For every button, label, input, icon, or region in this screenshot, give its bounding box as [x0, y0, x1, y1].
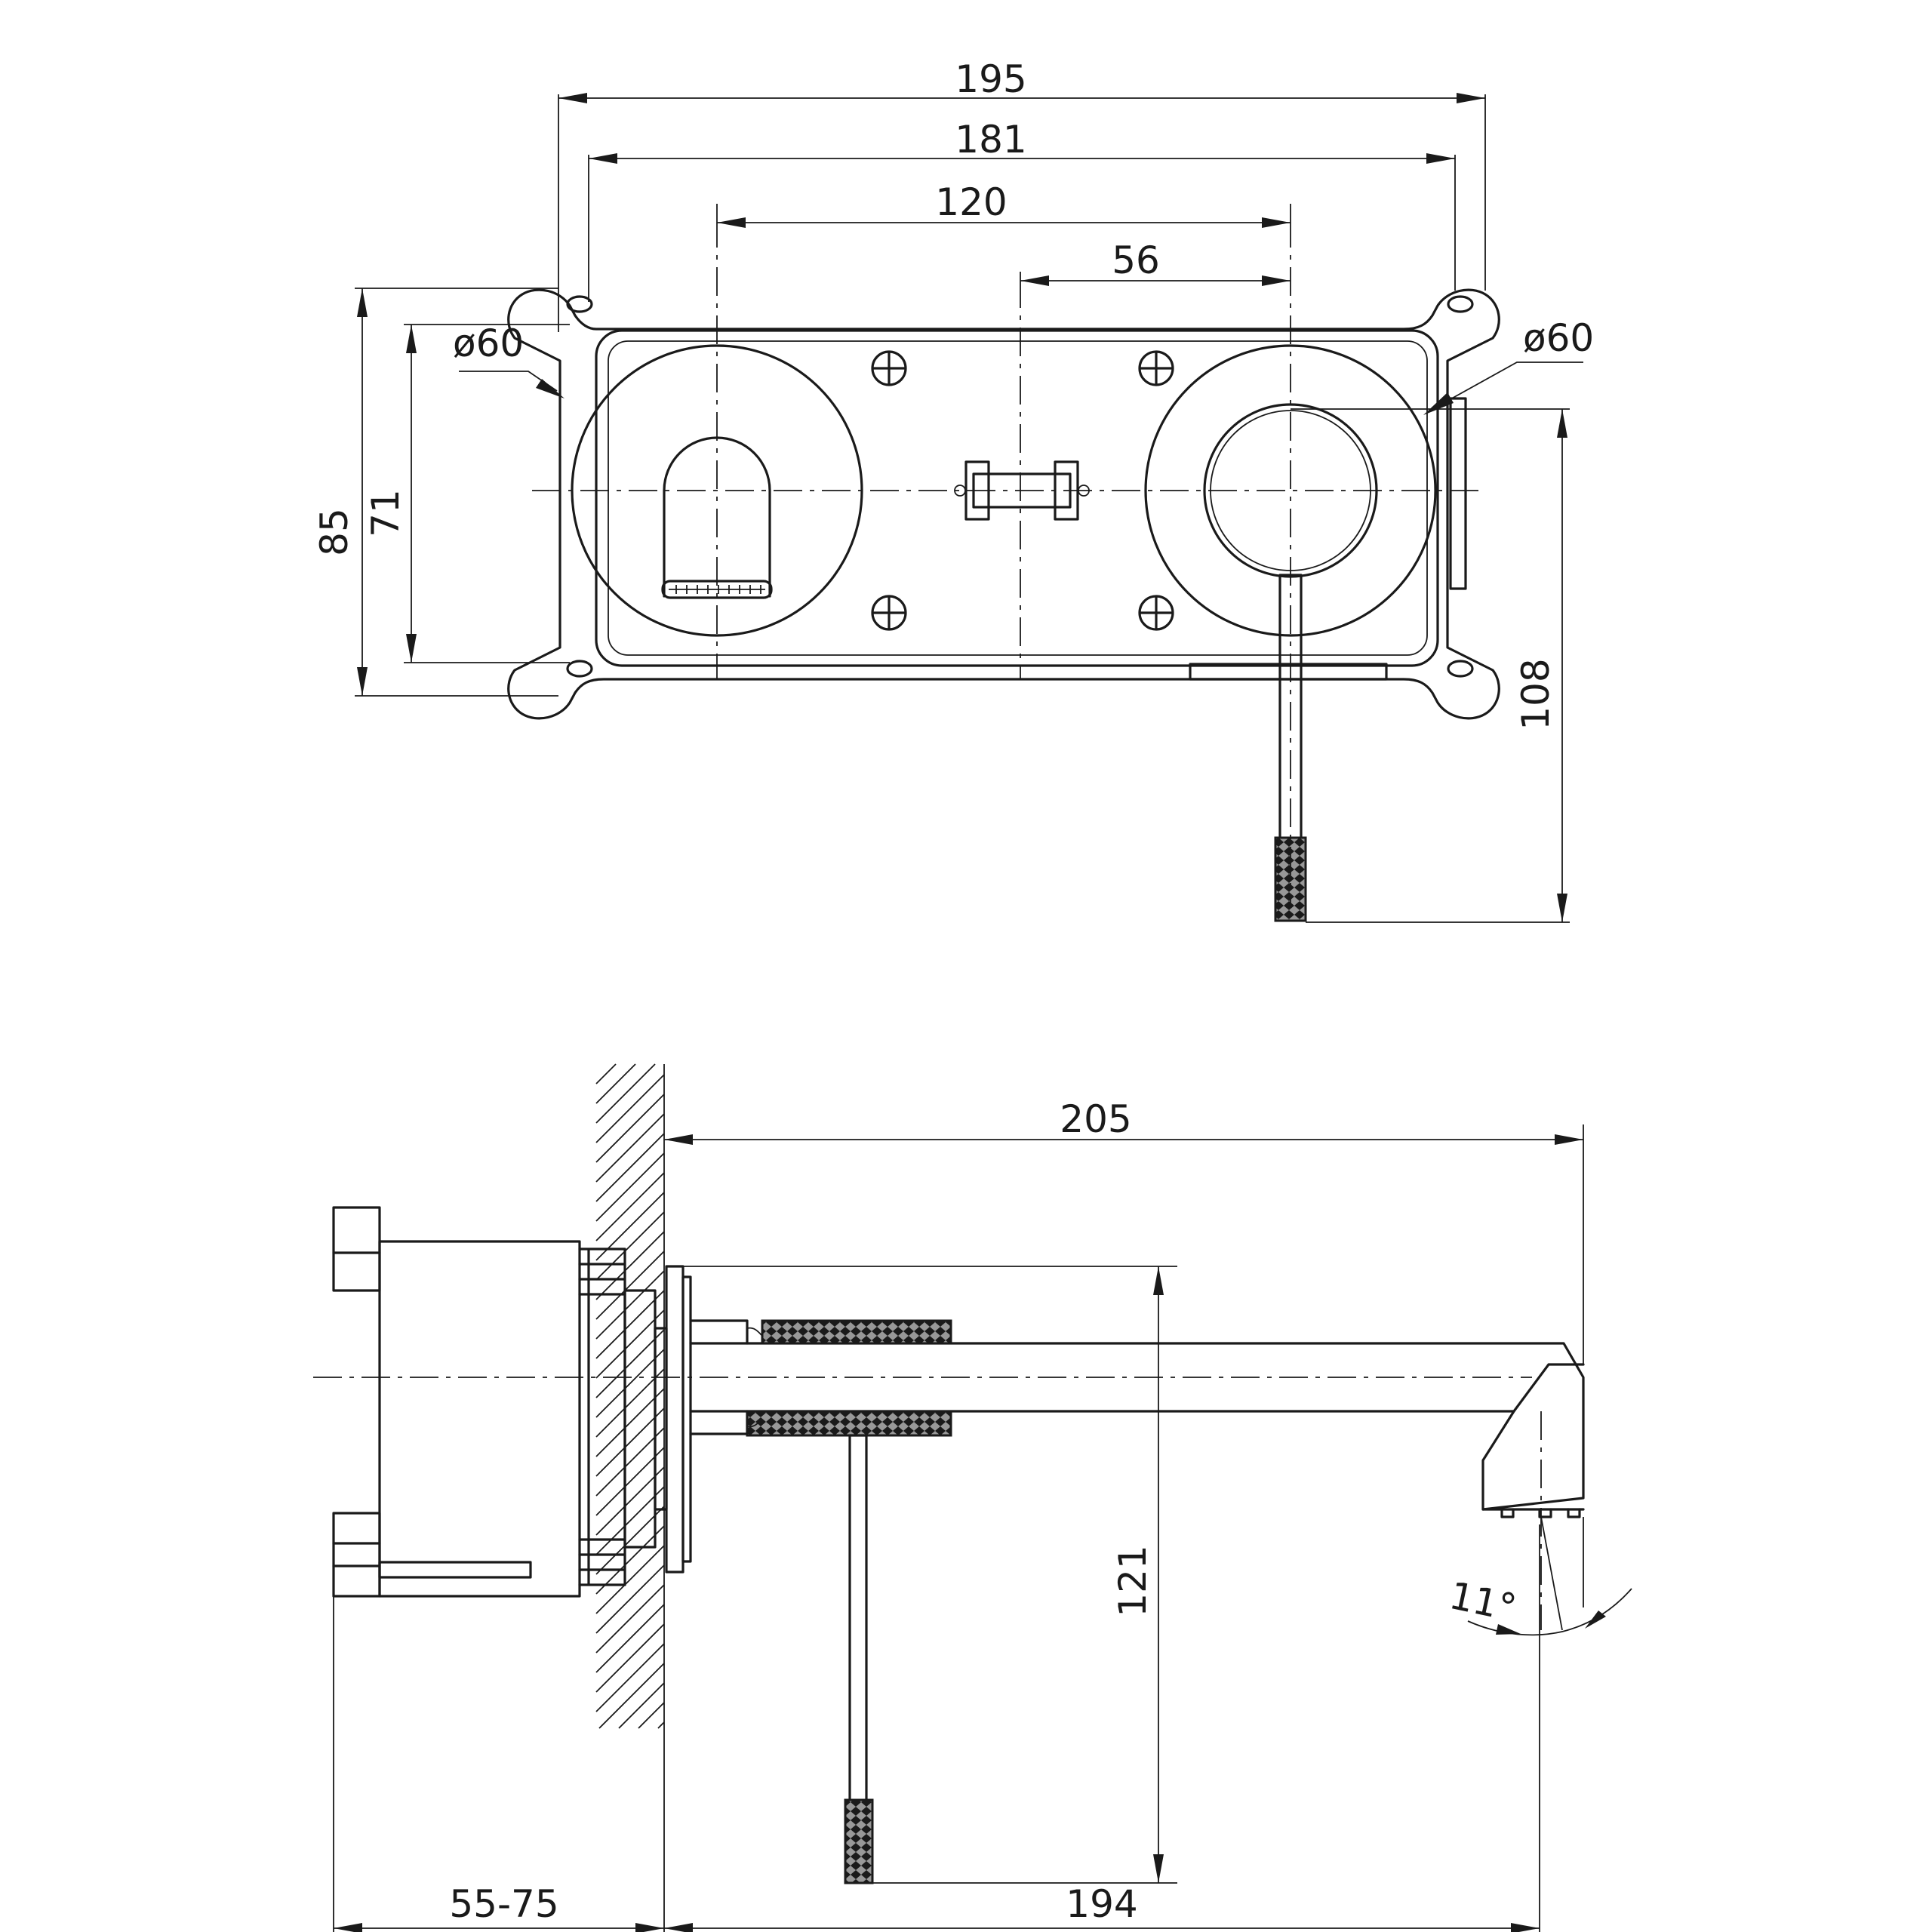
dim-spout-projection: 205 — [1060, 1097, 1131, 1141]
hatch-line — [595, 1290, 665, 1359]
side-view: 205 121 55-75 194 11° — [313, 1063, 1632, 1932]
hatch-line — [595, 1623, 665, 1693]
handle-collar-bottom — [746, 1410, 952, 1437]
hatch-line — [657, 1721, 665, 1729]
hatch-line — [638, 1702, 665, 1729]
hatch-line — [595, 1133, 665, 1202]
mount-hole-tl — [566, 295, 593, 313]
dim-lever-drop: 121 — [1111, 1545, 1155, 1617]
screw-tl — [871, 350, 907, 386]
hatch-line — [595, 1094, 665, 1163]
hatch-line — [595, 1309, 665, 1379]
dim-lever-height: 108 — [1514, 658, 1558, 730]
screw-tr — [1138, 350, 1174, 386]
dim-spout-angle: 11° — [1446, 1574, 1521, 1630]
front-view: 195 181 120 56 85 71 108 ø60 — [312, 57, 1594, 923]
dim-mount-width: 181 — [955, 118, 1026, 162]
handle-rosette — [1144, 344, 1437, 637]
dim-mount-height: 71 — [364, 489, 408, 537]
valve-flange-top — [332, 1206, 381, 1292]
hatch-line — [595, 1270, 665, 1340]
side-flange — [1449, 397, 1467, 590]
mounting-plate-outline — [507, 288, 1500, 720]
hatch-line — [595, 1427, 665, 1497]
hatch-line — [595, 1506, 665, 1575]
hatch-line — [595, 1447, 665, 1516]
hatch-line — [595, 1152, 665, 1222]
hatch-line — [595, 1074, 665, 1143]
dim-left-rosette-diameter: ø60 — [453, 321, 524, 365]
bottom-lug — [1189, 663, 1388, 681]
valve-flange-bottom — [332, 1512, 381, 1598]
hatch-line — [595, 1643, 665, 1712]
hatch-line — [595, 1063, 656, 1124]
inner-box-inner — [608, 340, 1428, 656]
side-lever-grip — [844, 1798, 874, 1884]
wall-hatch — [595, 1063, 665, 1729]
hatch-line — [595, 1368, 665, 1438]
dim-outlet-spacing: 120 — [935, 180, 1007, 224]
hatch-line — [595, 1545, 665, 1614]
hatch-line — [595, 1486, 665, 1555]
hatch-line — [595, 1172, 665, 1241]
side-lever-stem — [848, 1434, 868, 1807]
hatch-line — [595, 1564, 665, 1634]
angle-line — [1540, 1516, 1563, 1631]
valve-bottom-tab — [378, 1561, 532, 1579]
hatch-line — [595, 1388, 665, 1457]
hatch-line — [595, 1063, 617, 1084]
spout-body — [689, 1342, 1585, 1511]
hatch-line — [618, 1682, 665, 1729]
hatch-line — [595, 1584, 665, 1654]
hatch-line — [595, 1113, 665, 1183]
mount-hole-br — [1447, 660, 1474, 678]
dim-right-rosette-diameter: ø60 — [1523, 316, 1594, 360]
dim-body-offset: 56 — [1112, 238, 1160, 282]
hatch-line — [595, 1407, 665, 1477]
hatch-line — [595, 1063, 636, 1104]
aerator-nubs — [1500, 1508, 1581, 1518]
hatch-line — [595, 1329, 665, 1398]
hatch-line — [595, 1251, 665, 1320]
mount-hole-tr — [1447, 295, 1474, 313]
threaded-section — [578, 1247, 626, 1586]
handle-collar-top — [761, 1319, 952, 1345]
hatch-line — [595, 1525, 665, 1595]
dim-wall-depth: 55-75 — [449, 1882, 558, 1926]
screw-br — [1138, 595, 1174, 631]
hatch-line — [595, 1349, 665, 1418]
hatch-line — [595, 1231, 665, 1300]
dim-overall-width: 195 — [955, 57, 1026, 101]
mount-hole-bl — [566, 660, 593, 678]
dim-spout-depth: 194 — [1066, 1882, 1137, 1926]
dim-overall-height: 85 — [312, 508, 356, 556]
hatch-line — [598, 1663, 665, 1729]
valve-body — [378, 1240, 581, 1598]
hatch-line — [595, 1211, 665, 1281]
hatch-line — [595, 1604, 665, 1673]
wall-rosette — [665, 1265, 685, 1574]
inner-box-outer — [595, 329, 1439, 667]
screw-bl — [871, 595, 907, 631]
hatch-line — [595, 1466, 665, 1536]
